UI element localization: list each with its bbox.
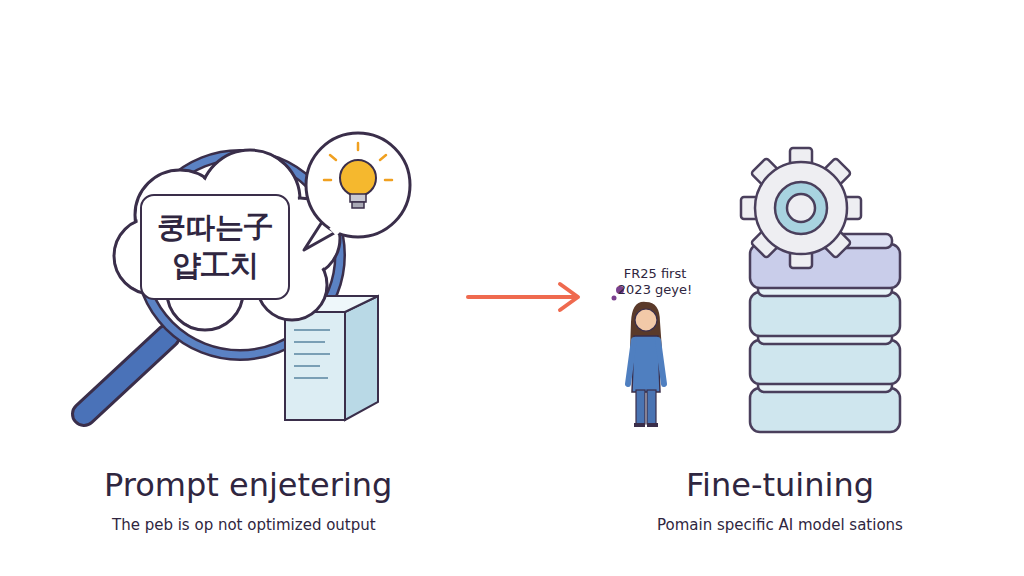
section-subtitle: The peb is op not optimized output (112, 515, 432, 535)
handle-outline (84, 336, 168, 414)
shoe (634, 423, 645, 427)
stack-layer (750, 292, 900, 336)
face (635, 309, 657, 331)
section-heading: Prompt enjetering (104, 466, 434, 504)
bubble-join (331, 227, 338, 234)
stack-layer (750, 388, 900, 432)
bulb-rays (324, 143, 392, 180)
text-box: 쿵따는子 얍工치 (140, 194, 290, 300)
box-side (345, 296, 378, 420)
stack-layer (750, 340, 900, 384)
gear-ring (775, 182, 827, 234)
lightbulb (340, 160, 376, 196)
section-heading: Fine-tuining (650, 466, 910, 504)
box-lines (294, 330, 330, 378)
gear-hole (787, 194, 815, 222)
node-text: 쿵따는子 얍工치 (142, 209, 288, 284)
shoe (647, 423, 658, 427)
gear-body (755, 162, 847, 254)
gear-icon (741, 148, 861, 268)
section-subtitle: Pomain specific AI model sations (630, 515, 930, 535)
layer-stack (750, 234, 900, 432)
leg (647, 390, 656, 424)
flow-arrow (468, 284, 578, 310)
bulb-base (352, 202, 364, 208)
leg (636, 390, 645, 424)
speech-text: FR25 first 2023 geye! (616, 266, 694, 298)
idea-bubble (304, 133, 410, 250)
magnifier-handle (84, 336, 168, 414)
bubble-circle (306, 133, 410, 237)
box-front (285, 312, 345, 420)
person-figure (628, 302, 664, 427)
bulb-base (350, 194, 366, 202)
arms (628, 340, 664, 384)
